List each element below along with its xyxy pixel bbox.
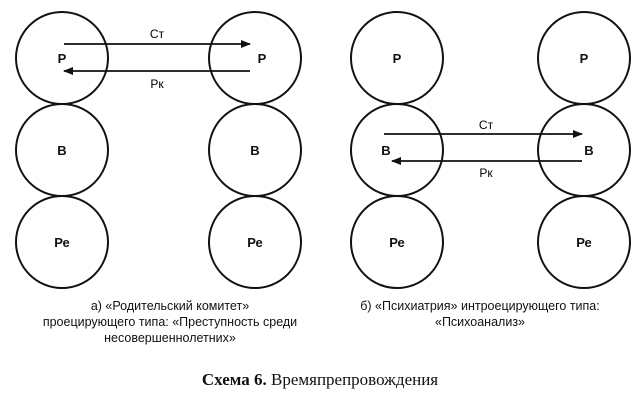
state-label: Ре [247, 235, 263, 250]
state-circle-child [350, 195, 444, 289]
state-label: В [584, 143, 593, 158]
state-label: Р [58, 51, 67, 66]
state-label: Ре [54, 235, 70, 250]
caption-line: «Психоанализ» [435, 315, 525, 329]
figure-title: Схема 6. Времяпрепровождения [0, 370, 640, 390]
state-label: В [57, 143, 66, 158]
caption-line: несовершеннолетних» [104, 331, 236, 345]
state-circle-adult [350, 103, 444, 197]
diagram-b-right-column [537, 11, 631, 289]
state-circle-child [208, 195, 302, 289]
caption-b: б) «Психиатрия» интроецирующего типа: «П… [325, 298, 635, 330]
state-circle-child [15, 195, 109, 289]
state-label: Р [393, 51, 402, 66]
state-circle-parent [208, 11, 302, 105]
stimulus-label: Ст [479, 118, 494, 132]
state-circle-child [537, 195, 631, 289]
caption-line: проецирующего типа: «Преступность среди [42, 315, 298, 329]
state-label: В [381, 143, 390, 158]
diagram-a-right-column [208, 11, 302, 289]
figure-label: Схема 6. [201, 370, 267, 389]
response-label: Рк [150, 77, 164, 91]
caption-a: а) «Родительский комитет» проецирующего … [10, 298, 330, 346]
state-label: Ре [576, 235, 592, 250]
diagram-a-left-column [15, 11, 109, 289]
stimulus-label: Ст [150, 27, 165, 41]
state-label: В [250, 143, 259, 158]
state-label: Ре [389, 235, 405, 250]
caption-line: а) «Родительский комитет» [90, 299, 250, 313]
figure-title-text: Времяпрепровождения [270, 370, 439, 389]
diagram-b-left-column [350, 11, 444, 289]
response-label: Рк [479, 166, 493, 180]
state-label: Р [258, 51, 267, 66]
state-label: Р [580, 51, 589, 66]
caption-line: б) «Психиатрия» интроецирующего типа: [360, 299, 600, 313]
